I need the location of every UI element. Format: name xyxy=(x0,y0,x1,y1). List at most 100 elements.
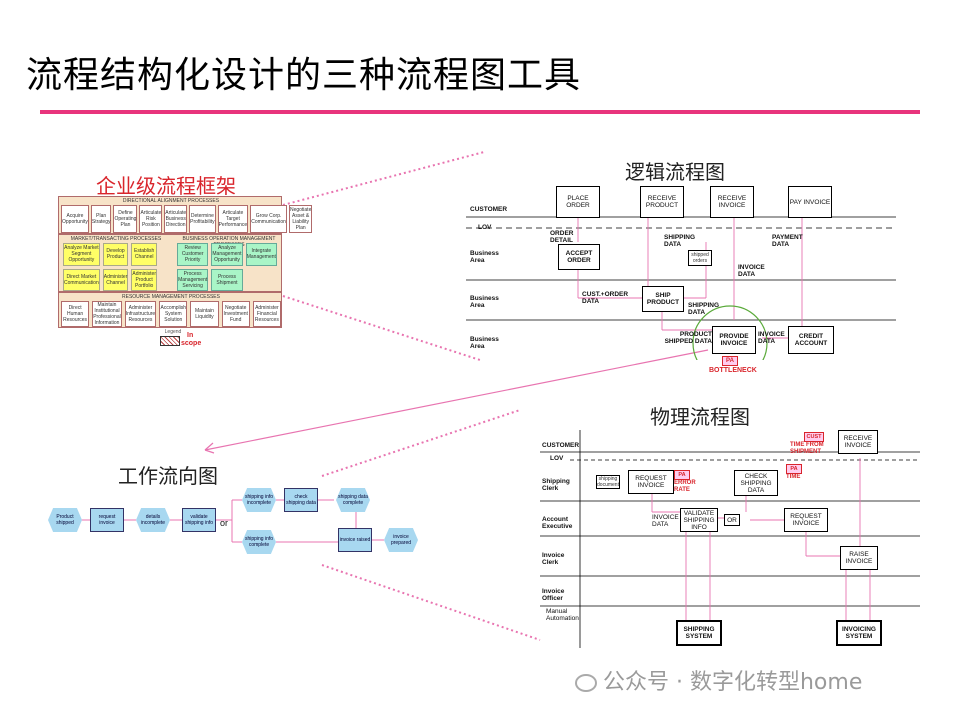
workflow-lines xyxy=(80,499,384,543)
title-underline xyxy=(40,110,920,114)
workflow-heading: 工作流向图 xyxy=(118,464,218,488)
workflow-node: details incomplete xyxy=(136,508,170,532)
operation-cell: Review Customer Priority xyxy=(177,243,209,266)
box-receive-product: RECEIVE PRODUCT xyxy=(640,186,684,218)
flag-pa-2: PA xyxy=(786,464,802,474)
box-receive-invoice: RECEIVE INVOICE xyxy=(710,186,754,218)
lane-customer: CUSTOMER xyxy=(542,442,580,449)
legend-label: In scope xyxy=(181,332,201,348)
flow-shipping-data-top: SHIPPING DATA xyxy=(664,234,696,248)
market-cell: Direct Market Communication xyxy=(63,268,100,291)
directional-cell: Articulate Risk Position xyxy=(139,205,163,233)
lane-lov: LOV xyxy=(478,224,492,231)
operation-cell: Process Shipment xyxy=(211,268,243,291)
directional-cell: Determine Profitability xyxy=(189,205,216,233)
bottleneck-label: BOTTLENECK xyxy=(709,367,757,374)
resource-cell: Maintain Liquidity xyxy=(190,301,219,327)
lane-invoice-clerk: Invoice Clerk xyxy=(542,552,565,566)
legend-label-line1: In xyxy=(187,332,194,339)
directional-cell: Define Operating Plan xyxy=(113,205,138,233)
band-resource: RESOURCE MANAGEMENT PROCESSES Direct Hum… xyxy=(58,292,282,328)
box-small: shipping document xyxy=(596,475,620,489)
resource-cell: Administer Financial Resources xyxy=(252,301,281,327)
resource-cell: Administer Infrastructure Resources xyxy=(124,301,157,327)
lane-invoice-officer: Invoice Officer xyxy=(542,588,565,602)
box-invoicing-system: INVOICING SYSTEM xyxy=(836,620,882,646)
enterprise-framework: DIRECTIONAL ALIGNMENT PROCESSES Acquire … xyxy=(58,196,313,356)
logic-heading: 逻辑流程图 xyxy=(625,160,725,184)
workflow-node: shipping info complete xyxy=(242,530,276,554)
wechat-icon xyxy=(575,674,597,692)
workflow-node: validate shipping info xyxy=(182,508,216,532)
band-title: DIRECTIONAL ALIGNMENT PROCESSES xyxy=(122,198,220,204)
box-accept-order: ACCEPT ORDER xyxy=(558,244,600,270)
lane-business-3: Business Area xyxy=(470,336,499,350)
flag-time: TIME xyxy=(786,474,801,480)
flow-product-shipped: PRODUCT SHIPPED DATA xyxy=(664,331,712,345)
lane-business-1: Business Area xyxy=(470,250,499,264)
workflow-node: invoice prepared xyxy=(384,528,418,552)
resource-cell: Direct Human Resources xyxy=(61,301,90,327)
box-ship-product: SHIP PRODUCT xyxy=(642,286,684,312)
physical-diagram: CUSTOMER LOV Shipping Clerk Account Exec… xyxy=(540,430,920,648)
workflow-node: request invoice xyxy=(90,508,124,532)
directional-cell: Plan Strategy xyxy=(90,205,112,233)
box-or: OR xyxy=(724,514,740,526)
box-receive-invoice: RECEIVE INVOICE xyxy=(838,430,878,454)
box-request-invoice-2: REQUEST INVOICE xyxy=(784,508,828,532)
flow-invoice-data: INVOICE DATA xyxy=(758,331,785,345)
flow-payment-data: PAYMENT DATA xyxy=(772,234,803,248)
directional-cell: Negotiate Asset & Liability Plan xyxy=(288,205,313,233)
market-cell: Establish Channel xyxy=(131,243,157,266)
directional-cell: Articulate Business Direction xyxy=(164,205,188,233)
resource-cell: Maintain Institutional Professional Info… xyxy=(92,301,122,327)
box-credit-account: CREDIT ACCOUNT xyxy=(788,326,834,354)
or-label: or xyxy=(220,518,229,528)
legend-swatch xyxy=(160,336,180,346)
watermark-text: 公众号 · 数字化转型home xyxy=(603,670,863,695)
band-title: RESOURCE MANAGEMENT PROCESSES xyxy=(122,294,220,300)
resource-cell: Negotiate Investment Fund xyxy=(221,301,250,327)
legend-title: Legend xyxy=(164,329,182,335)
lane-customer: CUSTOMER xyxy=(470,206,508,213)
flag-pa-1: PA xyxy=(674,470,690,480)
page-title: 流程结构化设计的三种流程图工具 xyxy=(26,55,582,96)
box-provide-invoice: PROVIDE INVOICE xyxy=(712,326,756,354)
lane-manual-auto: Manual Automation xyxy=(546,608,579,622)
physical-lines xyxy=(540,430,920,648)
lane-lov: LOV xyxy=(550,455,564,462)
workflow-node: check shipping data xyxy=(284,488,318,512)
flag-time-from-shipment: TIME FROM SHIPMENT xyxy=(790,442,824,455)
box-small: shipped orders xyxy=(688,250,712,266)
lane-shipping-clerk: Shipping Clerk xyxy=(542,478,570,492)
directional-cell: Articulate Target Performance xyxy=(217,205,249,233)
lane-account-exec: Account Executive xyxy=(542,516,573,530)
market-cell: Administer Product Portfolio xyxy=(131,268,157,291)
workflow-node: shipping data complete xyxy=(336,488,370,512)
watermark: 公众号 · 数字化转型home xyxy=(575,664,862,696)
market-cell: Administer Channel xyxy=(102,268,129,291)
workflow-node: Product shipped xyxy=(48,508,82,532)
operation-cell: Integrate Management xyxy=(245,243,277,266)
box-place-order: PLACE ORDER xyxy=(556,186,600,218)
resource-cell: Accomplish System Solution xyxy=(159,301,188,327)
band-directional: DIRECTIONAL ALIGNMENT PROCESSES Acquire … xyxy=(58,196,313,234)
box-raise-invoice: RAISE INVOICE xyxy=(840,546,878,570)
box-pay-invoice: PAY INVOICE xyxy=(788,186,832,218)
directional-cell: Acquire Opportunity xyxy=(61,205,89,233)
box-check-shipping: CHECK SHIPPING DATA xyxy=(734,470,778,496)
workflow-node: invoice raised xyxy=(338,528,372,552)
operation-cell: Process Management Servicing xyxy=(177,268,209,291)
flow-cust-order-data: CUST.+ORDER DATA xyxy=(582,291,629,305)
enterprise-heading: 企业级流程框架 xyxy=(96,174,236,198)
flow-order-detail: ORDER DETAIL xyxy=(550,230,574,244)
workflow-node: shipping info incomplete xyxy=(242,488,276,512)
box-request-invoice: REQUEST INVOICE xyxy=(628,470,674,494)
band-market: MARKET/TRANSACTING PROCESSES BUSINESS OP… xyxy=(58,234,282,292)
lane-business-2: Business Area xyxy=(470,295,499,309)
band-title-left: MARKET/TRANSACTING PROCESSES xyxy=(70,236,162,242)
operation-cell: Analyze Management Opportunity xyxy=(211,243,243,266)
